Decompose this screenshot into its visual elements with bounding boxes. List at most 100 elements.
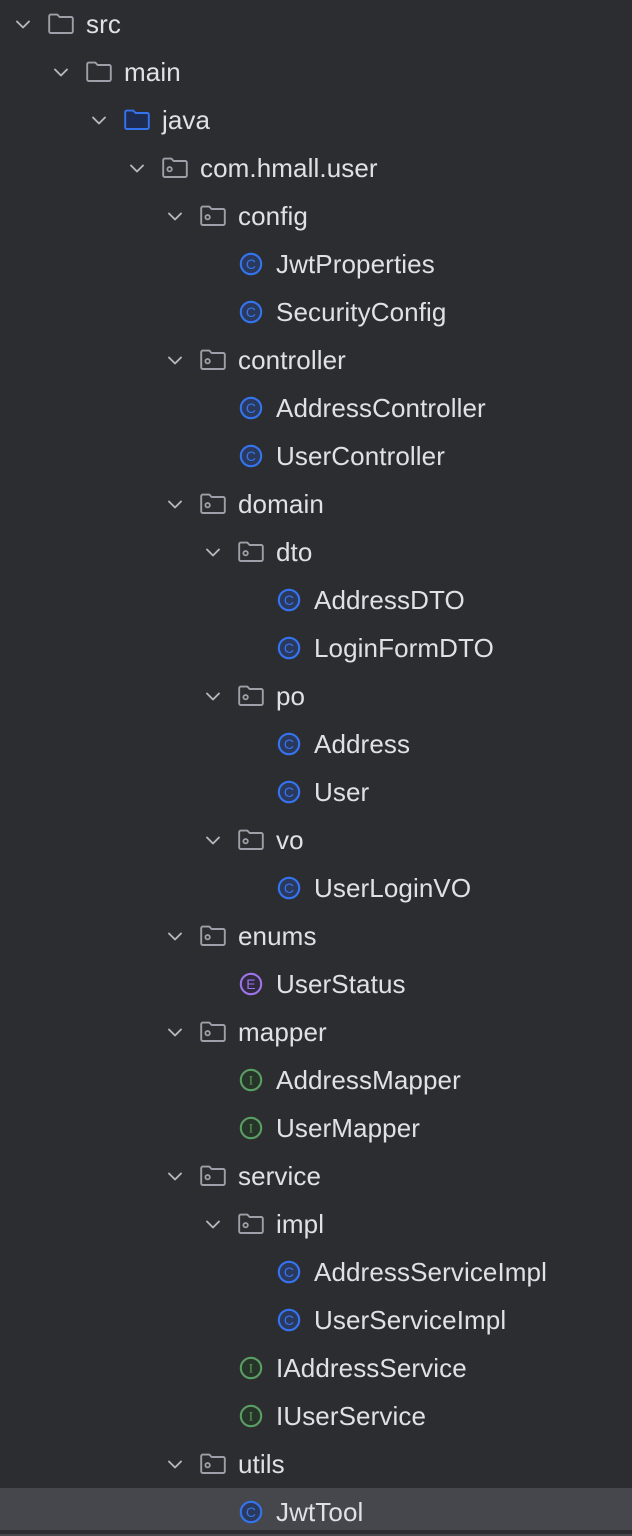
svg-text:C: C [284, 880, 294, 896]
chevron-down-icon[interactable] [160, 1449, 190, 1479]
tree-node-label: po [276, 681, 306, 711]
tree-row[interactable]: C JwtTool [0, 1488, 632, 1536]
tree-indent [0, 1464, 160, 1465]
svg-text:I: I [249, 1073, 253, 1088]
chevron-placeholder [236, 1305, 266, 1335]
tree-indent [0, 216, 160, 217]
tree-row[interactable]: vo [0, 816, 632, 864]
tree-row[interactable]: impl [0, 1200, 632, 1248]
svg-text:C: C [246, 304, 256, 320]
tree-row[interactable]: dto [0, 528, 632, 576]
tree-row[interactable]: domain [0, 480, 632, 528]
chevron-placeholder [198, 969, 228, 999]
tree-node-label: UserMapper [276, 1113, 421, 1143]
chevron-down-icon[interactable] [198, 681, 228, 711]
tree-indent [0, 1224, 198, 1225]
tree-node-label: com.hmall.user [200, 153, 378, 183]
chevron-down-icon[interactable] [198, 537, 228, 567]
tree-node-label: dto [276, 537, 313, 567]
tree-node-label: User [314, 777, 370, 807]
enum-icon: E [236, 969, 266, 999]
tree-row[interactable]: C UserController [0, 432, 632, 480]
tree-node-label: LoginFormDTO [314, 633, 494, 663]
svg-text:I: I [249, 1121, 253, 1136]
tree-node-label: src [86, 9, 121, 39]
tree-node-label: vo [276, 825, 304, 855]
tree-row[interactable]: src [0, 0, 632, 48]
package-icon [198, 345, 228, 375]
tree-row[interactable]: I IAddressService [0, 1344, 632, 1392]
svg-text:C: C [284, 784, 294, 800]
tree-node-label: IUserService [276, 1401, 427, 1431]
tree-row[interactable]: java [0, 96, 632, 144]
chevron-down-icon[interactable] [160, 201, 190, 231]
tree-row[interactable]: main [0, 48, 632, 96]
class-icon: C [236, 441, 266, 471]
tree-row[interactable]: service [0, 1152, 632, 1200]
tree-row[interactable]: C User [0, 768, 632, 816]
tree-node-label: JwtProperties [276, 249, 435, 279]
tree-row[interactable]: utils [0, 1440, 632, 1488]
tree-indent [0, 984, 198, 985]
tree-row[interactable]: I AddressMapper [0, 1056, 632, 1104]
chevron-down-icon[interactable] [160, 921, 190, 951]
tree-node-label: JwtTool [276, 1497, 364, 1527]
chevron-placeholder [236, 585, 266, 615]
tree-row[interactable]: po [0, 672, 632, 720]
tree-indent [0, 168, 122, 169]
tree-indent [0, 888, 236, 889]
chevron-down-icon[interactable] [122, 153, 152, 183]
chevron-placeholder [198, 1497, 228, 1527]
class-icon: C [274, 729, 304, 759]
tree-node-label: AddressServiceImpl [314, 1257, 547, 1287]
tree-node-label: domain [238, 489, 324, 519]
class-icon: C [236, 249, 266, 279]
tree-node-label: UserController [276, 441, 446, 471]
tree-indent [0, 1176, 160, 1177]
chevron-down-icon[interactable] [46, 57, 76, 87]
tree-row[interactable]: com.hmall.user [0, 144, 632, 192]
tree-row[interactable]: enums [0, 912, 632, 960]
class-icon: C [236, 1497, 266, 1527]
chevron-placeholder [236, 729, 266, 759]
tree-row[interactable]: I UserMapper [0, 1104, 632, 1152]
chevron-down-icon[interactable] [84, 105, 114, 135]
class-icon: C [236, 393, 266, 423]
tree-row[interactable]: config [0, 192, 632, 240]
tree-indent [0, 24, 8, 25]
interface-icon: I [236, 1065, 266, 1095]
chevron-down-icon[interactable] [160, 1161, 190, 1191]
tree-indent [0, 1416, 198, 1417]
tree-row[interactable]: C JwtProperties [0, 240, 632, 288]
tree-row[interactable]: controller [0, 336, 632, 384]
chevron-down-icon[interactable] [160, 489, 190, 519]
chevron-down-icon[interactable] [160, 345, 190, 375]
tree-row[interactable]: mapper [0, 1008, 632, 1056]
tree-node-label: UserStatus [276, 969, 406, 999]
chevron-down-icon[interactable] [8, 9, 38, 39]
chevron-placeholder [198, 1353, 228, 1383]
chevron-down-icon[interactable] [160, 1017, 190, 1047]
chevron-down-icon[interactable] [198, 1209, 228, 1239]
tree-node-label: IAddressService [276, 1353, 467, 1383]
tree-indent [0, 504, 160, 505]
tree-node-label: AddressMapper [276, 1065, 461, 1095]
tree-row[interactable]: E UserStatus [0, 960, 632, 1008]
interface-icon: I [236, 1353, 266, 1383]
chevron-down-icon[interactable] [198, 825, 228, 855]
svg-text:C: C [284, 1312, 294, 1328]
package-icon [198, 1449, 228, 1479]
package-icon [236, 1209, 266, 1239]
class-icon: C [274, 873, 304, 903]
tree-node-label: service [238, 1161, 322, 1191]
